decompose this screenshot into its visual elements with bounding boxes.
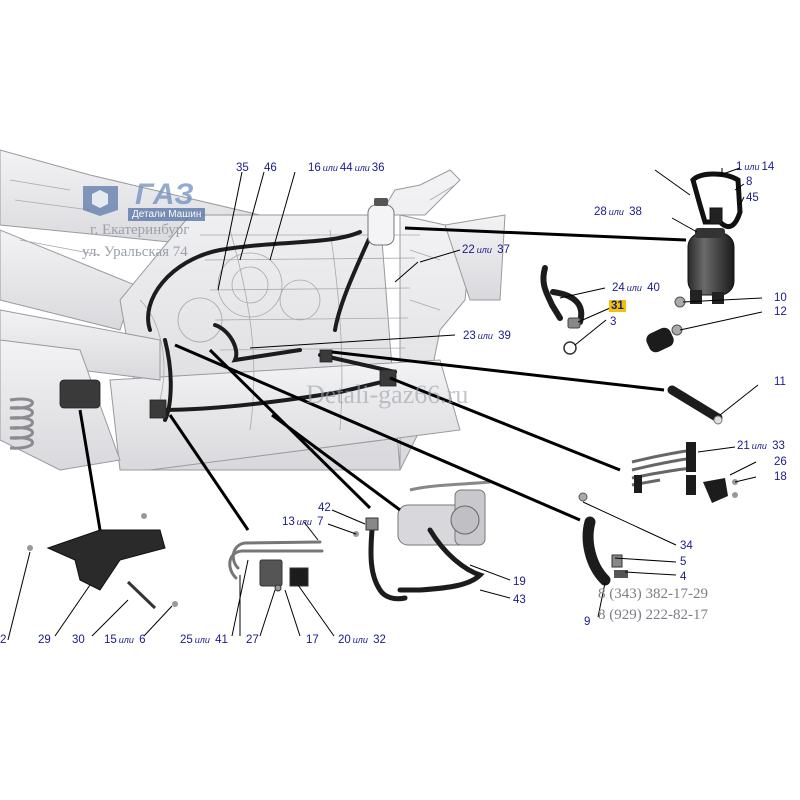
watermark-phone-1: 8 (343) 382-17-29: [598, 586, 708, 602]
callout-12: 12: [774, 306, 787, 318]
watermark-brand: ГАЗ: [135, 178, 195, 211]
watermark-street: ул. Уральская 74: [82, 244, 188, 260]
watermark-brand-sub: Детали Машин: [128, 208, 206, 221]
hose-43: [397, 527, 485, 593]
callout-27: 27: [246, 634, 259, 646]
callout-43: 43: [513, 594, 526, 606]
bracket-30: [126, 580, 178, 610]
hose-42: [368, 527, 408, 602]
leader-lines: [7, 167, 763, 641]
reservoir-tank: [687, 228, 735, 304]
watermark-city: г. Екатеринбург: [90, 222, 190, 238]
vehicle-frame: [0, 149, 506, 471]
small-hose-10-12: [646, 296, 686, 353]
steering-gear-19: [397, 480, 491, 546]
vehicle-brackets: [59, 349, 397, 419]
gaz-logo-icon: [83, 186, 118, 216]
callout-26: 26: [774, 456, 787, 468]
callout-8: 8: [746, 176, 753, 188]
vehicle-hoses: [146, 230, 397, 422]
pipe-clips: [634, 442, 696, 495]
callout-9: 9: [584, 616, 591, 628]
reservoir-bracket: [690, 171, 743, 230]
callout-2: 2: [0, 634, 7, 646]
vehicle-reservoir: [367, 198, 395, 246]
callout-29: 29: [38, 634, 51, 646]
bracket-26-18: [703, 478, 738, 503]
watermark-site: Detali-gaz66.ru: [306, 380, 469, 409]
hose-9: [582, 516, 611, 586]
watermark-phone-2: 8 (929) 222-82-17: [598, 607, 708, 623]
hose-42-fitting: [353, 517, 379, 537]
callout-3: 3: [610, 316, 617, 328]
callout-35: 35: [236, 162, 249, 174]
callout-46: 46: [264, 162, 277, 174]
pipe-group-13: [228, 540, 324, 580]
callout-42: 42: [318, 502, 331, 514]
hose-11: [667, 385, 723, 425]
pipe-group-brackets: [259, 559, 309, 592]
shield-29: [27, 513, 166, 591]
coil-spring: [9, 397, 34, 450]
callout-5: 5: [680, 556, 687, 568]
callout-10: 10: [774, 292, 787, 304]
callout-45: 45: [746, 192, 759, 204]
callout-18: 18: [774, 471, 787, 483]
callout-34: 34: [680, 540, 693, 552]
fitting-31-3: [563, 317, 581, 355]
callout-31: 31: [609, 300, 626, 312]
hose-9-fittings: [578, 492, 628, 578]
callout-19: 19: [513, 576, 526, 588]
callout-30: 30: [72, 634, 85, 646]
callout-4: 4: [680, 571, 687, 583]
callout-11: 11: [774, 376, 786, 388]
callout-17: 17: [306, 634, 319, 646]
hose-24-40: [540, 265, 585, 325]
